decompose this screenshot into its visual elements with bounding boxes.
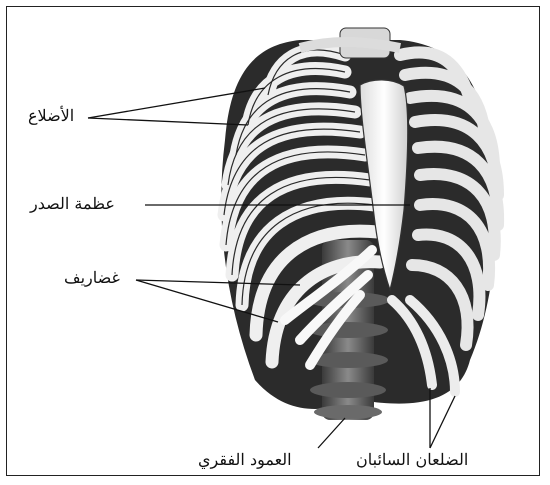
- label-cartilages: غضاريف: [64, 268, 120, 287]
- label-floating-ribs: الضلعان السائبان: [356, 450, 468, 469]
- spine-pointer: [318, 418, 345, 448]
- label-ribs: الأضلاع: [28, 106, 74, 125]
- floating-ribs-pointer-right: [430, 396, 455, 448]
- label-sternum: عظمة الصدر: [30, 194, 115, 213]
- label-spine: العمود الفقري: [198, 450, 292, 469]
- ribs-pointer-lower: [88, 118, 248, 125]
